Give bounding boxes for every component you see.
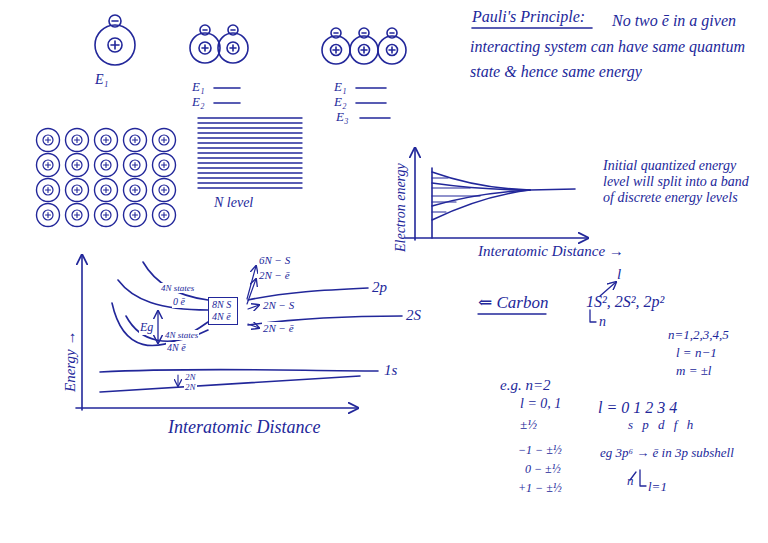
config-text: 1S², 2S², 2p² xyxy=(586,293,664,311)
band-label: 2N − ē xyxy=(258,269,291,282)
atom-single xyxy=(95,15,135,65)
band-label: 0 ē xyxy=(172,296,186,308)
box-text: 4N ē xyxy=(212,311,231,323)
stack-label: N level xyxy=(214,195,253,211)
box-text: 8N S xyxy=(212,299,231,311)
note-text: eg 3p⁶ → ē in 3p subshell xyxy=(600,446,760,461)
band-label: 2N xyxy=(184,382,197,392)
lattice-atom xyxy=(124,129,147,152)
note-text: l=1 xyxy=(648,480,667,495)
orbital-label: 2S xyxy=(406,307,421,324)
note-text: +1 − ±½ xyxy=(518,482,562,496)
atom-pair xyxy=(190,25,248,103)
note-text: l xyxy=(617,266,621,283)
note-text: Initial quantized energy level will spli… xyxy=(603,158,761,206)
axis-label: Interatomic Distance xyxy=(168,417,320,438)
lattice-atom xyxy=(153,129,176,152)
orbital-label: 2p xyxy=(372,279,387,296)
energy-label: E₃ xyxy=(336,110,348,125)
note-text: l = 0 1 2 3 4 xyxy=(598,399,677,417)
note-text: n=1,2,3,4,5 xyxy=(668,328,729,343)
lattice-atom xyxy=(153,154,176,177)
energy-label: E₂ xyxy=(192,95,204,110)
note-text: l = 0, 1 xyxy=(520,396,561,412)
note-text: l = n−1 xyxy=(676,346,717,361)
note-text: 0 − ±½ xyxy=(525,463,561,477)
lattice-atom xyxy=(66,179,89,202)
lattice-atom xyxy=(95,179,118,202)
note-text: n xyxy=(627,474,634,489)
lattice-atom xyxy=(153,179,176,202)
lattice-atom xyxy=(124,204,147,227)
energy-label: E₁ xyxy=(95,72,108,88)
lattice-atom xyxy=(95,154,118,177)
lattice-atom xyxy=(95,129,118,152)
band-box: 8N S4N ē xyxy=(208,297,238,325)
lattice-atom xyxy=(124,179,147,202)
element-label: ⇐ Carbon xyxy=(478,293,548,313)
lattice-atom xyxy=(37,204,60,227)
atom-lattice xyxy=(37,129,176,227)
band-label: 4N ē xyxy=(166,342,187,354)
lattice-atom xyxy=(66,154,89,177)
band-label: 4N states xyxy=(164,330,199,340)
band-label: 2N − ē xyxy=(262,322,295,335)
band-label: 2N − S xyxy=(262,299,295,312)
band-label: 6N − S xyxy=(258,254,291,267)
note-text: ±½ xyxy=(520,418,537,433)
axis-label: Electron energy xyxy=(393,163,409,252)
note-text: s p d f h xyxy=(628,418,693,433)
lattice-atom xyxy=(95,204,118,227)
energy-label: E₂ xyxy=(334,95,346,110)
lattice-atom xyxy=(37,129,60,152)
energy-label: E₁ xyxy=(334,80,346,95)
note-text: −1 − ±½ xyxy=(518,444,562,458)
axis-label: Energy → xyxy=(62,330,79,392)
band-label: 4N states xyxy=(160,283,195,293)
gap-label: Eg xyxy=(139,321,154,335)
band-label: 2N xyxy=(184,372,197,382)
note-text: e.g. n=2 xyxy=(500,377,551,394)
lattice-atom xyxy=(153,204,176,227)
energy-label: E₁ xyxy=(192,80,204,95)
axis-label: Interatomic Distance → xyxy=(478,243,624,260)
principle-heading: Pauli's Principle: xyxy=(472,8,585,26)
orbital-label: 1s xyxy=(384,362,397,379)
note-text: n xyxy=(599,314,606,330)
heading-underline xyxy=(472,27,592,29)
principle-text: No two ē in a given interacting system c… xyxy=(470,8,762,85)
lattice-atom xyxy=(66,204,89,227)
split-graph xyxy=(405,148,588,240)
lattice-atom xyxy=(37,179,60,202)
lattice-atom xyxy=(37,154,60,177)
level-stack xyxy=(198,118,302,188)
band-graph xyxy=(76,255,402,410)
note-text: m = ±l xyxy=(676,364,711,379)
lattice-atom xyxy=(66,129,89,152)
atom-triple xyxy=(322,28,406,118)
lattice-atom xyxy=(124,154,147,177)
